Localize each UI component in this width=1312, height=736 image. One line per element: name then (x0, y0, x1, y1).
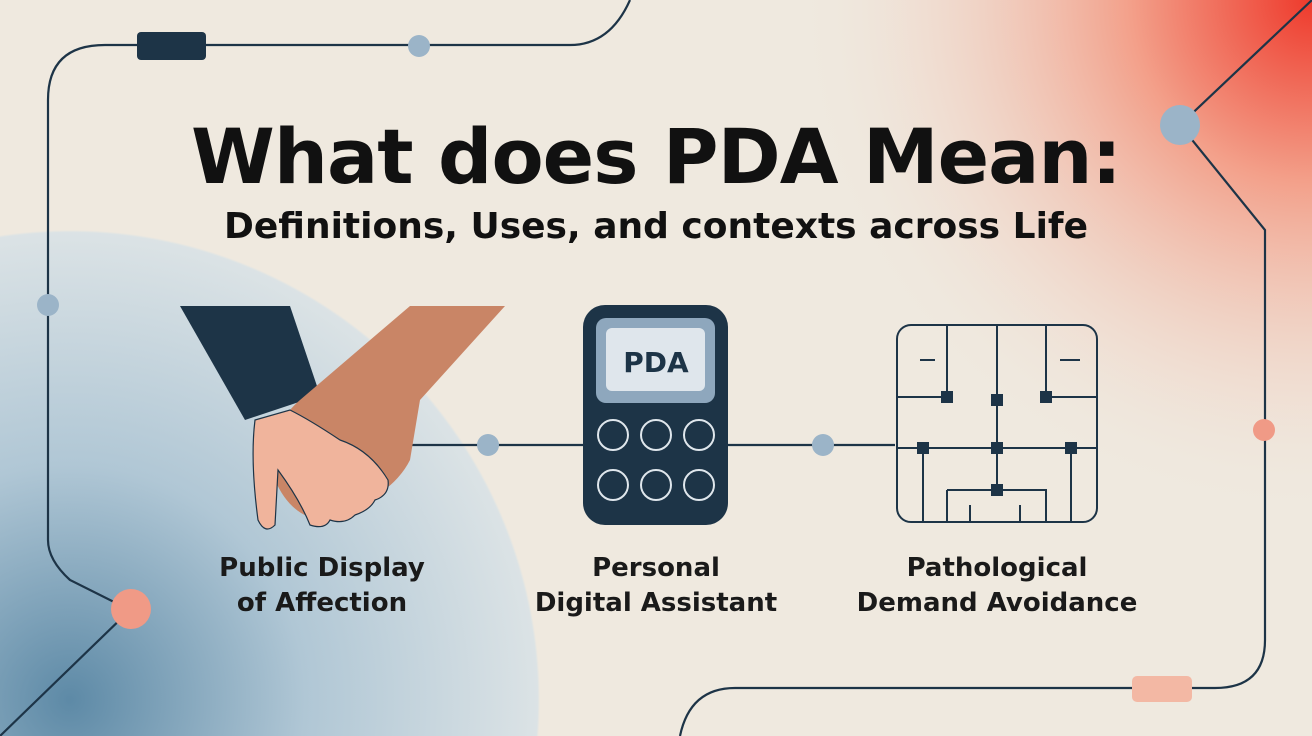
meaning-label-assistant: Personal Digital Assistant (476, 551, 836, 621)
label-line: Demand Avoidance (856, 588, 1138, 618)
label-line: of Affection (236, 588, 408, 618)
node-dot (37, 294, 59, 316)
meaning-label-affection: Public Display of Affection (142, 551, 502, 621)
pda-device-icon (583, 305, 728, 525)
pda-screen-text: PDA (623, 346, 689, 379)
label-line: Personal (592, 553, 720, 583)
node-dot (1253, 419, 1275, 441)
node-dot (111, 589, 151, 629)
coral-pill (1132, 676, 1192, 702)
label-line: Digital Assistant (534, 588, 778, 618)
page-subtitle: Definitions, Uses, and contexts across L… (223, 206, 1089, 247)
holding-hands-icon (180, 306, 505, 530)
navy-pill (137, 32, 206, 60)
node-dot (477, 434, 499, 456)
label-line: Public Display (219, 553, 425, 583)
page-title: What does PDA Mean: (191, 112, 1122, 201)
node-dot (1160, 105, 1200, 145)
label-line: Pathological (906, 553, 1088, 583)
meaning-label-avoidance: Pathological Demand Avoidance (817, 551, 1177, 621)
node-dot (812, 434, 834, 456)
node-dot (408, 35, 430, 57)
maze-icon (896, 324, 1098, 523)
